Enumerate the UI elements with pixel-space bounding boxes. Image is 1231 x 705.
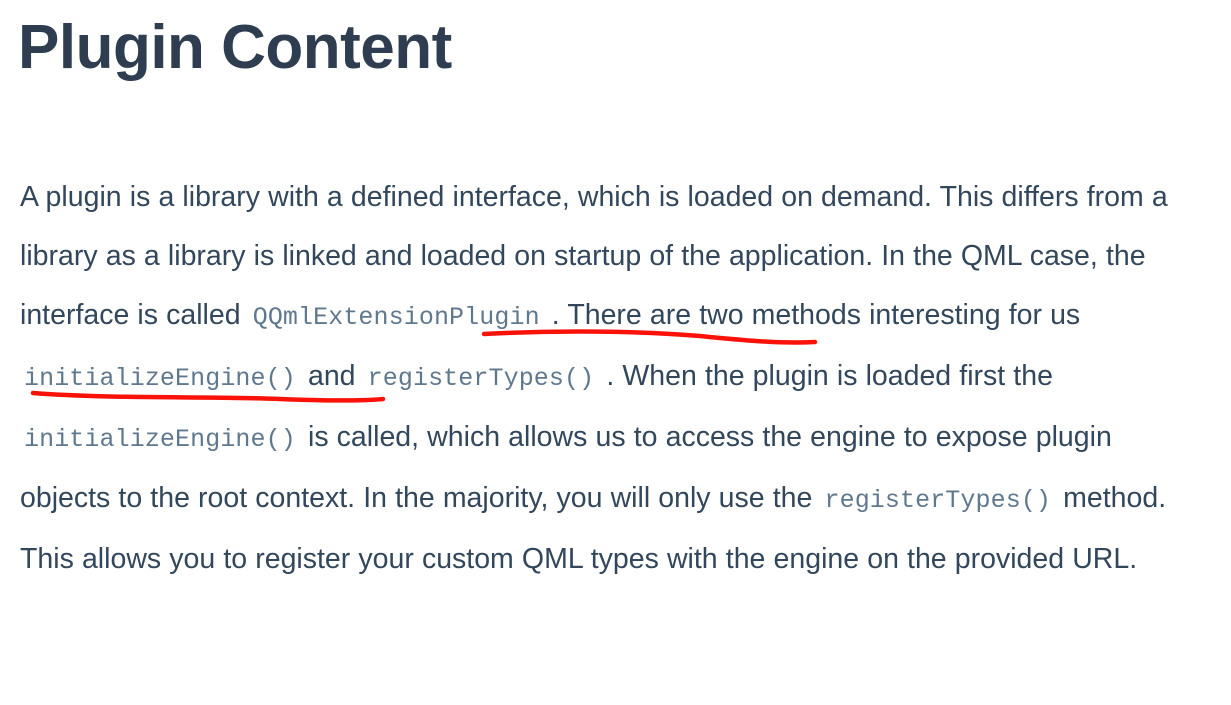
code-qqmlextensionplugin: QQmlExtensionPlugin [252, 303, 540, 332]
paragraph-text-5: is called, which allows us to access the… [20, 421, 1112, 514]
plugin-content-paragraph: A plugin is a library with a defined int… [20, 168, 1200, 589]
code-registertypes-1: registerTypes() [367, 364, 595, 393]
paragraph-text-3: and [307, 360, 356, 392]
paragraph-text-4: . When the plugin is loaded first the [606, 360, 1053, 392]
code-initializeengine-2: initializeEngine() [24, 425, 296, 454]
page-title: Plugin Content [18, 13, 452, 82]
code-initializeengine-1: initializeEngine() [24, 364, 296, 393]
paragraph-text-2: . There are two methods interesting for … [551, 299, 1081, 331]
paragraph-text-6: method. This allows you to register your… [20, 482, 1167, 575]
code-registertypes-2: registerTypes() [824, 486, 1052, 515]
paragraph-text-1: A plugin is a library with a defined int… [20, 181, 1168, 331]
